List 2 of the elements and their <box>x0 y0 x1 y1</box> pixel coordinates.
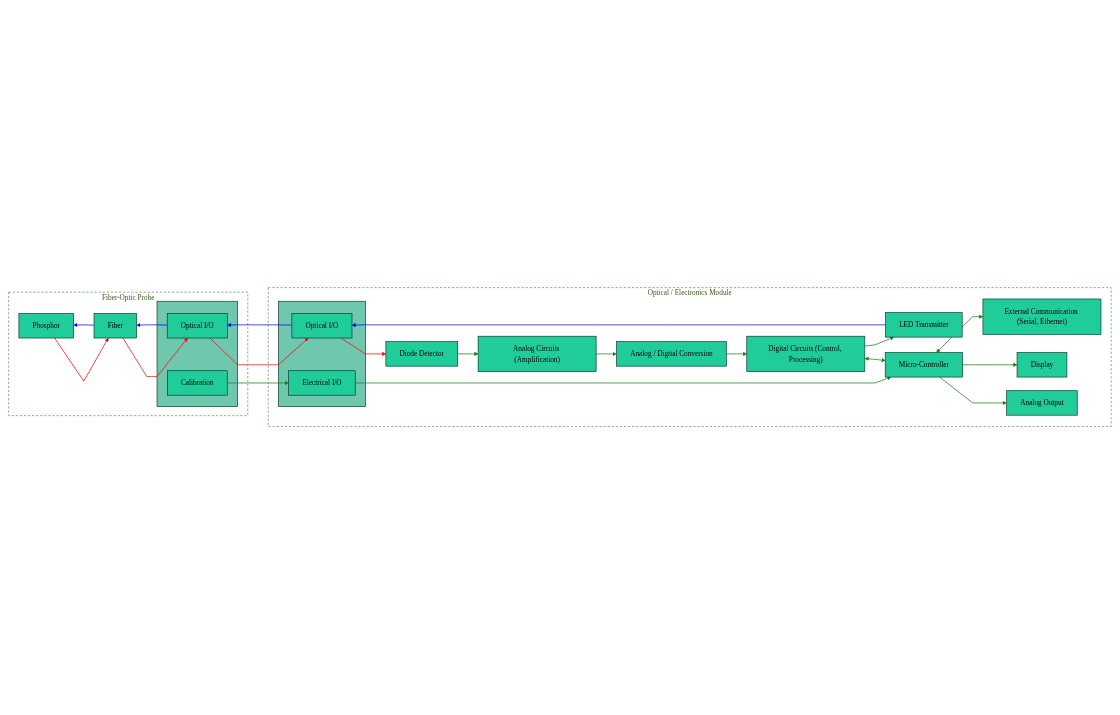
cluster <box>156 301 238 408</box>
cluster <box>278 301 366 408</box>
